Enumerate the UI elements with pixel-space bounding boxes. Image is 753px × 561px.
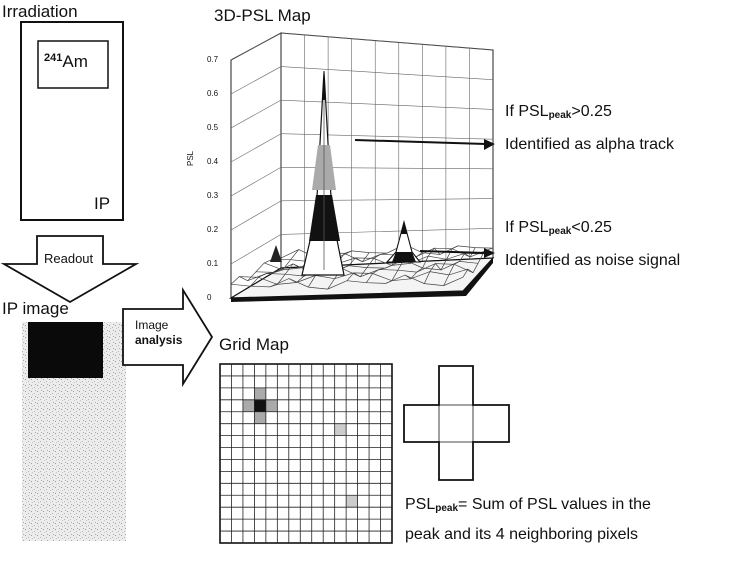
psl-peak-definition-line2: peak and its 4 neighboring pixels [405,526,639,543]
noise-pointer-arrow [419,248,495,258]
psl-3d-surface-plot [228,32,495,302]
image-analysis-label: Image analysis [135,318,182,348]
neighbor-cross-shape [403,365,510,481]
readout-label: Readout [44,251,94,266]
ip-image-title: IP image [2,299,69,318]
alpha-result: Identified as alpha track [505,136,674,153]
grid-cell-shaded [254,399,266,412]
plot-floor-edge [231,258,493,302]
grid-cell-shaded [254,387,266,400]
irradiation-title: Irradiation [2,2,78,21]
image-analysis-line2: analysis [135,333,183,347]
alpha-pointer-arrow [354,139,495,150]
grid-cell-shaded [346,495,358,508]
grid-map [219,363,393,544]
noise-result: Identified as noise signal [505,252,681,269]
psl-tick-label: 0.2 [207,225,219,234]
grid-cell-shaded [334,423,347,436]
am241-mass-number: 241 [44,52,63,64]
readout-arrow [0,235,140,304]
psl-tick-label: 0 [207,293,212,302]
noise-condition-prefix: If PSL [505,219,549,236]
cross-center-pixel [438,404,474,443]
noise-condition-suffix: <0.25 [571,219,612,236]
psl-map-title: 3D-PSL Map [214,6,311,25]
am241-label: 241Am [44,52,88,72]
grid-cell-shaded [254,411,266,424]
noise-condition: If PSLpeak<0.25 [505,219,612,237]
alpha-peak-dark-band [309,195,340,241]
alpha-condition-sub: peak [548,110,572,121]
alpha-condition-prefix: If PSL [505,103,549,120]
image-analysis-arrow [122,286,214,388]
grid-cell-shaded [242,399,255,412]
image-analysis-line1: Image [135,318,169,332]
alpha-condition: If PSLpeak>0.25 [505,103,612,121]
psl-tick-label: 0.7 [207,55,219,64]
noise-condition-sub: peak [548,226,572,237]
psl-tick-label: 0.3 [207,191,219,200]
alpha-peak-tip [322,71,326,100]
definition-line1-rest: = Sum of PSL values in the [458,496,651,513]
am241-element: Am [62,52,88,71]
ip-image-dark-spot [28,322,103,378]
definition-term-sub: peak [435,503,459,514]
psl-tick-label: 0.4 [207,157,219,166]
imaging-plate-label: IP [94,194,111,213]
psl-tick-label: 0.1 [207,259,219,268]
psl-tick-label: 0.5 [207,123,219,132]
grid-cell-shaded [265,399,278,412]
psl-axis-label: PSL [186,150,195,166]
am241-source-box [37,40,109,89]
psl-tick-label: 0.6 [207,89,219,98]
small-noise-peak [270,245,282,262]
grid-map-title: Grid Map [219,335,289,354]
definition-term: PSL [405,496,436,513]
psl-peak-definition-line1: PSLpeak= Sum of PSL values in the [405,496,651,514]
alpha-condition-suffix: >0.25 [571,103,612,120]
